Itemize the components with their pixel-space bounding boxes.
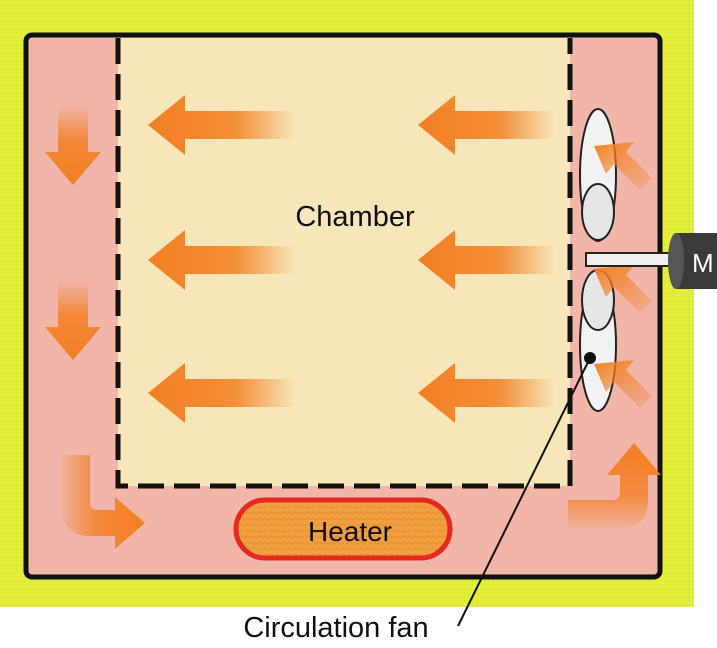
fan-leader-line [457, 357, 591, 627]
fan-label: Circulation fan [243, 612, 428, 644]
arrow-icon [418, 230, 555, 290]
arrows-chamber [148, 95, 555, 423]
chamber-label: Chamber [295, 201, 415, 233]
arrow-icon [148, 230, 295, 290]
arrow-icon [45, 105, 101, 185]
arrow-icon [148, 95, 295, 155]
heater: Heater [233, 497, 453, 561]
arrows-left-duct [45, 105, 101, 360]
arrow-icon [594, 360, 652, 408]
arrow-icon [418, 95, 555, 155]
motor-icon: M [585, 233, 717, 289]
arrow-icon [594, 265, 652, 313]
heater-label: Heater [308, 516, 392, 547]
arrow-icon [148, 363, 295, 423]
arrow-icon [568, 443, 661, 528]
arrow-icon [594, 142, 652, 190]
fan-icon [579, 108, 617, 412]
arrow-icon [45, 280, 101, 360]
arrow-icon [62, 455, 145, 549]
arrow-icon [418, 363, 555, 423]
motor-label: M [692, 248, 714, 278]
arrows-fan [594, 142, 652, 408]
